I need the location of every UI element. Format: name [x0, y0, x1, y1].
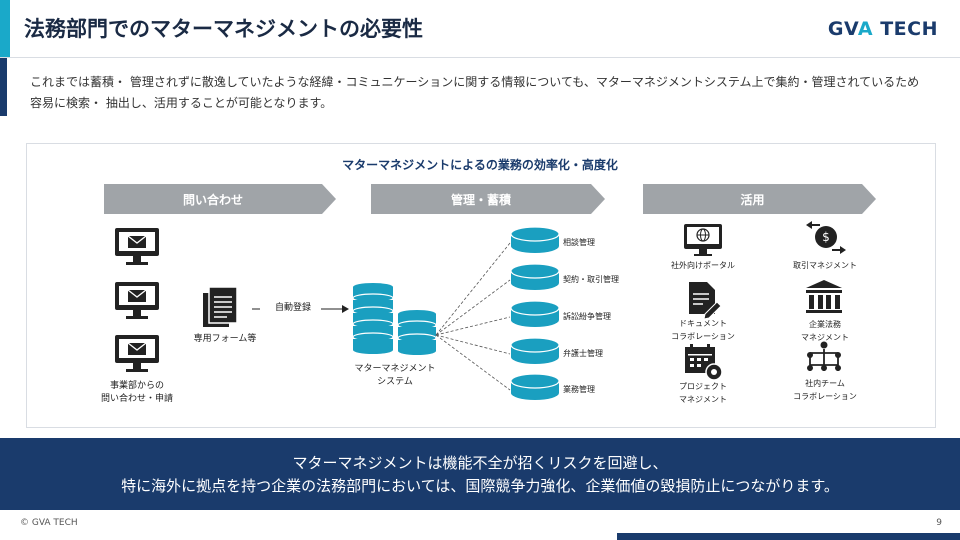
documents-icon — [203, 286, 238, 327]
use-label-portal: 社外向けポータル — [671, 261, 735, 270]
web-monitor-icon — [684, 224, 722, 256]
step-inquiry: 問い合わせ — [104, 184, 336, 214]
use-label-line: マネジメント — [679, 395, 727, 404]
use-label-line: 社内チーム — [805, 379, 845, 388]
company-logo: GVA TECH — [828, 18, 938, 40]
calendar-gear-icon — [685, 344, 723, 381]
document-edit-icon — [689, 282, 722, 320]
monitor-mail-icon — [115, 228, 159, 265]
description-side-strip — [0, 58, 7, 116]
connector-lines — [435, 242, 511, 391]
system-label-line: システム — [377, 377, 413, 387]
footer-accent-bar — [617, 533, 960, 540]
database-label: 契約・取引管理 — [563, 275, 619, 284]
banner-line-1: マターマネジメントは機能不全が招くリスクを回避し、 — [292, 454, 668, 472]
conclusion-banner: マターマネジメントは機能不全が招くリスクを回避し、 特に海外に拠点を持つ企業の法… — [0, 438, 960, 510]
money-exchange-icon: $ — [806, 221, 846, 254]
team-network-icon — [807, 341, 841, 371]
system-label: マターマネジメント システム — [330, 363, 460, 389]
diagram-title: マターマネジメントによるの業務の効率化・高度化 — [342, 158, 618, 172]
database-label: 訴訟紛争管理 — [563, 312, 611, 321]
use-label-line: プロジェクト — [679, 382, 727, 391]
step-utilize: 活用 — [643, 184, 876, 214]
page-number: 9 — [936, 518, 942, 528]
institution-icon — [806, 280, 842, 313]
use-label-transaction: 取引マネジメント — [793, 261, 857, 270]
use-label-document: ドキュメント コラボレーション — [643, 317, 763, 343]
slide-description: これまでは蓄積・ 管理されずに散逸していたような経緯・コミュニケーションに関する… — [30, 75, 920, 110]
database-label: 相談管理 — [563, 238, 595, 247]
svg-text:$: $ — [822, 230, 830, 244]
use-label-line: 企業法務 — [809, 320, 841, 329]
inquiry-source-line: 問い合わせ・申請 — [100, 394, 173, 404]
use-label-project: プロジェクト マネジメント — [643, 380, 763, 406]
form-label: 専用フォーム等 — [193, 334, 257, 344]
use-label-line: マネジメント — [801, 333, 849, 342]
use-label-line: コラボレーション — [671, 332, 735, 341]
system-label-line: マターマネジメント — [354, 364, 436, 374]
use-label-team: 社内チーム コラボレーション — [765, 377, 885, 403]
header-accent-bar — [0, 0, 10, 57]
auto-register-label: 自動登録 — [274, 303, 311, 313]
logo-text-accent: A — [857, 18, 874, 40]
inquiry-source-label: 事業部からの 問い合わせ・申請 — [72, 380, 202, 406]
database-label: 業務管理 — [563, 385, 595, 394]
monitor-mail-icon — [115, 282, 159, 319]
slide-title: 法務部門でのマターマネジメントの必要性 — [24, 17, 423, 41]
arrow-head — [342, 305, 349, 313]
header-divider — [0, 57, 960, 58]
database-server-icon — [352, 283, 437, 355]
logo-text-rest: TECH — [873, 18, 938, 40]
use-label-line: コラボレーション — [793, 392, 857, 401]
monitor-mail-icon — [115, 335, 159, 372]
step-manage-store: 管理・蓄積 — [371, 184, 605, 214]
use-label-corporate-legal: 企業法務 マネジメント — [765, 318, 885, 344]
use-label-line: ドキュメント — [679, 319, 727, 328]
logo-text-main: GV — [827, 18, 858, 40]
database-disc-icon — [510, 226, 560, 400]
copyright-text: © GVA TECH — [20, 518, 78, 528]
inquiry-source-line: 事業部からの — [109, 381, 164, 391]
database-label: 弁護士管理 — [563, 349, 603, 358]
banner-line-2: 特に海外に拠点を持つ企業の法務部門においては、国際競争力強化、企業価値の毀損防止… — [121, 477, 839, 495]
